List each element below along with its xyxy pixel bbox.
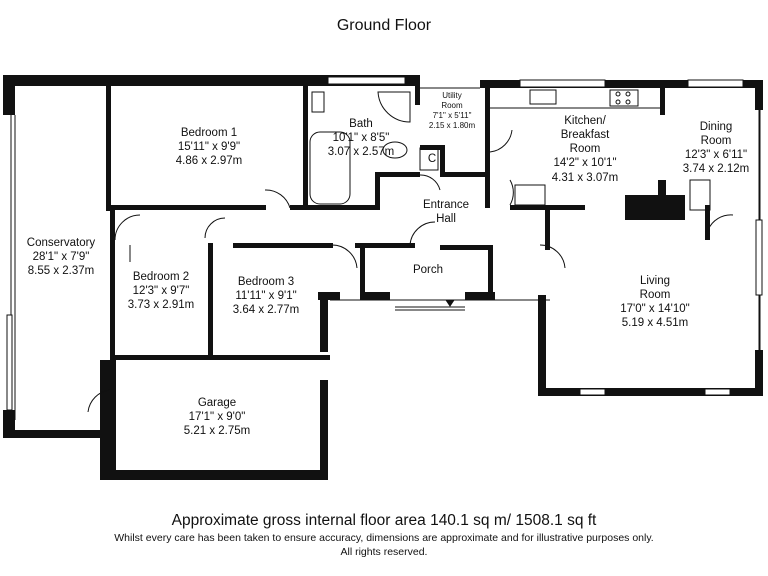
room-label-cupboard: C [428, 153, 436, 165]
svg-text:Living: Living [640, 275, 670, 287]
room-label-bedroom-2: Bedroom 2 12'3" x 9'7" 3.73 x 2.91m [128, 271, 194, 311]
svg-text:17'0" x 14'10": 17'0" x 14'10" [620, 303, 689, 315]
svg-text:8.55 x 2.37m: 8.55 x 2.37m [28, 265, 94, 277]
svg-text:3.07 x 2.57m: 3.07 x 2.57m [328, 146, 394, 158]
svg-text:10'1" x 8'5": 10'1" x 8'5" [333, 132, 390, 144]
svg-text:Entrance: Entrance [423, 199, 469, 211]
svg-text:2.15 x 1.80m: 2.15 x 1.80m [429, 121, 476, 130]
plan-title: Ground Floor [336, 17, 432, 34]
room-label-kitchen: Kitchen/ Breakfast Room 14'2" x 10'1" 4.… [552, 115, 618, 184]
svg-text:12'3" x 6'11": 12'3" x 6'11" [685, 149, 747, 161]
svg-text:Dining: Dining [700, 121, 733, 133]
windows [6, 76, 763, 411]
svg-text:3.73 x 2.91m: 3.73 x 2.91m [128, 299, 194, 311]
room-label-conservatory: Conservatory 28'1" x 7'9" 8.55 x 2.37m [27, 237, 96, 277]
svg-text:Hall: Hall [436, 213, 456, 225]
svg-text:12'3" x 9'7": 12'3" x 9'7" [133, 285, 190, 297]
footer: Approximate gross internal floor area 14… [0, 512, 768, 558]
svg-text:5.21 x 2.75m: 5.21 x 2.75m [184, 425, 250, 437]
svg-text:Room: Room [640, 289, 671, 301]
room-label-garage: Garage 17'1" x 9'0" 5.21 x 2.75m [184, 397, 250, 437]
svg-text:17'1" x 9'0": 17'1" x 9'0" [189, 411, 246, 423]
disclaimer-text: Whilst every care has been taken to ensu… [114, 532, 654, 544]
svg-text:15'11" x 9'9": 15'11" x 9'9" [178, 141, 240, 153]
svg-text:Bedroom 1: Bedroom 1 [181, 127, 237, 139]
svg-text:4.86 x 2.97m: 4.86 x 2.97m [176, 155, 242, 167]
room-label-utility: Utility Room 7'1" x 5'11" 2.15 x 1.80m [429, 91, 476, 130]
svg-text:3.64 x 2.77m: 3.64 x 2.77m [233, 304, 299, 316]
svg-text:Kitchen/: Kitchen/ [564, 115, 606, 127]
svg-text:Garage: Garage [198, 397, 236, 409]
svg-text:Room: Room [441, 101, 463, 110]
room-label-bedroom-3: Bedroom 3 11'11" x 9'1" 3.64 x 2.77m [233, 276, 299, 316]
room-label-dining: Dining Room 12'3" x 6'11" 3.74 x 2.12m [683, 121, 749, 175]
room-label-living: Living Room 17'0" x 14'10" 5.19 x 4.51m [620, 275, 689, 329]
svg-text:Utility: Utility [442, 91, 462, 100]
doors [87, 129, 734, 413]
svg-text:Conservatory: Conservatory [27, 237, 96, 249]
rights-text: All rights reserved. [340, 546, 428, 558]
walls [3, 75, 763, 480]
room-label-bath: Bath 10'1" x 8'5" 3.07 x 2.57m [328, 118, 394, 158]
svg-text:Bedroom 2: Bedroom 2 [133, 271, 189, 283]
svg-text:7'1" x 5'11": 7'1" x 5'11" [433, 111, 472, 120]
svg-text:4.31 x 3.07m: 4.31 x 3.07m [552, 172, 618, 184]
room-label-porch: Porch [413, 264, 443, 276]
svg-text:5.19 x 4.51m: 5.19 x 4.51m [622, 317, 688, 329]
svg-text:28'1" x 7'9": 28'1" x 7'9" [33, 251, 90, 263]
svg-text:Room: Room [701, 135, 732, 147]
svg-text:11'11" x 9'1": 11'11" x 9'1" [235, 290, 296, 302]
svg-text:Bedroom 3: Bedroom 3 [238, 276, 294, 288]
svg-text:Room: Room [570, 143, 601, 155]
svg-text:14'2" x 10'1": 14'2" x 10'1" [553, 157, 616, 169]
svg-text:Bath: Bath [349, 118, 373, 130]
floor-area-text: Approximate gross internal floor area 14… [171, 512, 597, 529]
room-label-bedroom-1: Bedroom 1 15'11" x 9'9" 4.86 x 2.97m [176, 127, 242, 167]
svg-text:Breakfast: Breakfast [561, 129, 610, 141]
room-label-entrance-hall: Entrance Hall [423, 199, 469, 225]
svg-text:3.74 x 2.12m: 3.74 x 2.12m [683, 163, 749, 175]
fixtures [309, 89, 711, 311]
